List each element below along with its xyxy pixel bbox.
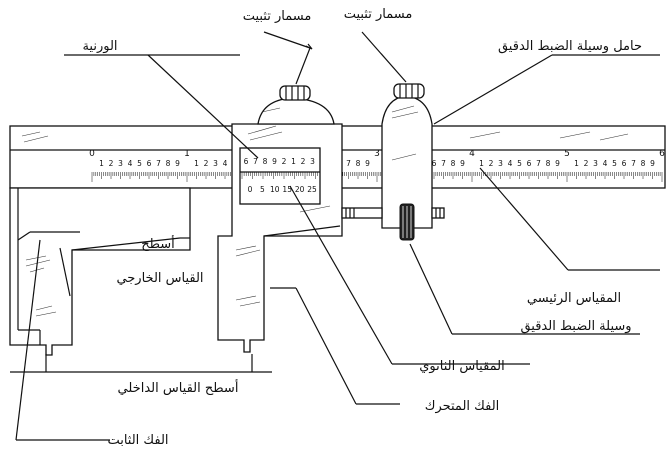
main-scale-major-number: 6 xyxy=(659,149,665,159)
main-scale-minor-digit: 9 xyxy=(555,159,560,168)
label-movable-jaw: الفك المتحرك xyxy=(425,399,500,414)
main-scale-minor-digit: 7 xyxy=(346,159,351,168)
movable-jaw-shading xyxy=(235,107,331,307)
main-scale-minor-digit: 3 xyxy=(498,159,503,168)
main-scale-minor-digit: 5 xyxy=(137,159,142,168)
main-scale-major-number: 1 xyxy=(184,149,190,159)
main-scale-minor-digit: 6 xyxy=(527,159,532,168)
main-scale-minor-digit: 3 xyxy=(213,159,218,168)
main-scale-minor-digit: 1 xyxy=(479,159,484,168)
main-scale-minor-digit: 9 xyxy=(365,159,370,168)
leader-lines xyxy=(10,31,660,441)
main-scale-minor-digit: 3 xyxy=(593,159,598,168)
vernier-lower-number: 5 xyxy=(260,185,265,194)
label-clamp-screw-right: مسمار تثبيت xyxy=(344,7,413,22)
main-scale-minor-digit: 9 xyxy=(175,159,180,168)
vernier-upper-digit: 1 xyxy=(291,157,296,166)
main-scale-minor-digit: 7 xyxy=(156,159,161,168)
label-vernier: الورنية xyxy=(82,39,117,54)
label-main-scale: المقياس الرئيسي xyxy=(527,291,621,306)
label-fine-adjust-holder: حامل وسيلة الضبط الدقيق xyxy=(498,39,642,54)
vernier-scale-ticks xyxy=(241,172,318,179)
main-scale-minor-digit: 1 xyxy=(194,159,199,168)
main-scale-major-number: 3 xyxy=(374,149,380,159)
main-scale-minor-digit: 1 xyxy=(574,159,579,168)
main-scale-minor-digit: 2 xyxy=(109,159,114,168)
label-outside-faces-1: أسطح xyxy=(141,235,175,252)
vernier-upper-digit: 3 xyxy=(310,157,315,166)
vernier-upper-digit: 6 xyxy=(244,157,249,166)
main-scale-minor-digit: 3 xyxy=(118,159,123,168)
vernier-lower-number: 25 xyxy=(307,185,317,194)
main-scale-minor-digit: 7 xyxy=(441,159,446,168)
vernier-upper-digit: 9 xyxy=(272,157,277,166)
vernier-lower-number: 10 xyxy=(270,185,280,194)
main-scale-minor-digit: 8 xyxy=(166,159,171,168)
main-scale-major-number: 5 xyxy=(564,149,570,159)
label-outside-faces-2: القياس الخارجي xyxy=(116,271,203,286)
vernier-lower-number: 15 xyxy=(282,185,292,194)
main-scale-minor-digit: 2 xyxy=(584,159,589,168)
main-scale-minor-digit: 6 xyxy=(622,159,627,168)
callout-labels: مسمار تثبيت مسمار تثبيت الورنية حامل وسي… xyxy=(82,7,642,448)
main-scale-minor-digit: 2 xyxy=(489,159,494,168)
main-scale-minor-digit: 4 xyxy=(603,159,608,168)
left-clamp-screw xyxy=(279,85,311,101)
main-scale-minor-digit: 8 xyxy=(641,159,646,168)
movable-jaw xyxy=(217,97,343,353)
fine-adjust-screw xyxy=(341,203,445,241)
vernier-upper-digit: 8 xyxy=(263,157,268,166)
main-scale-minor-digit: 4 xyxy=(508,159,513,168)
main-scale-minor-digit: 9 xyxy=(650,159,655,168)
main-scale-minor-digit: 6 xyxy=(147,159,152,168)
fixed-jaw xyxy=(9,187,191,356)
main-scale-minor-digit: 8 xyxy=(546,159,551,168)
holder-shading xyxy=(391,105,419,161)
main-scale-major-number: 4 xyxy=(469,149,475,159)
main-scale-minor-digit: 6 xyxy=(432,159,437,168)
label-fixed-jaw: الفك الثابت xyxy=(107,433,168,448)
main-scale-minor-digit: 4 xyxy=(128,159,133,168)
fixed-jaw-shading xyxy=(25,255,57,317)
main-scale-minor-digit: 7 xyxy=(631,159,636,168)
main-scale-minor-digit: 2 xyxy=(204,159,209,168)
right-clamp-screw xyxy=(393,83,425,99)
main-scale-minor-digit: 9 xyxy=(460,159,465,168)
label-secondary-scale: المقياس الثانوي xyxy=(419,359,505,374)
vernier-upper-digit: 2 xyxy=(282,157,287,166)
main-scale-minor-digit: 5 xyxy=(517,159,522,168)
main-scale-major-number: 0 xyxy=(89,149,95,159)
main-scale-minor-digit: 4 xyxy=(223,159,228,168)
main-scale-minor-digit: 8 xyxy=(451,159,456,168)
vernier-upper-digit: 2 xyxy=(301,157,306,166)
vernier-upper-digit: 7 xyxy=(253,157,258,166)
main-scale-minor-digit: 1 xyxy=(99,159,104,168)
label-fine-adjust: وسيلة الضبط الدقيق xyxy=(520,319,631,334)
label-clamp-screw-left: مسمار تثبيت xyxy=(243,9,312,24)
main-scale-minor-digit: 5 xyxy=(612,159,617,168)
vernier-lower-number: 0 xyxy=(248,185,253,194)
beam-shading xyxy=(21,131,629,143)
vernier-lower-number: 20 xyxy=(295,185,305,194)
main-scale-minor-digit: 7 xyxy=(536,159,541,168)
main-scale-minor-digit: 8 xyxy=(356,159,361,168)
label-inside-faces: أسطح القياس الداخلي xyxy=(118,379,239,396)
